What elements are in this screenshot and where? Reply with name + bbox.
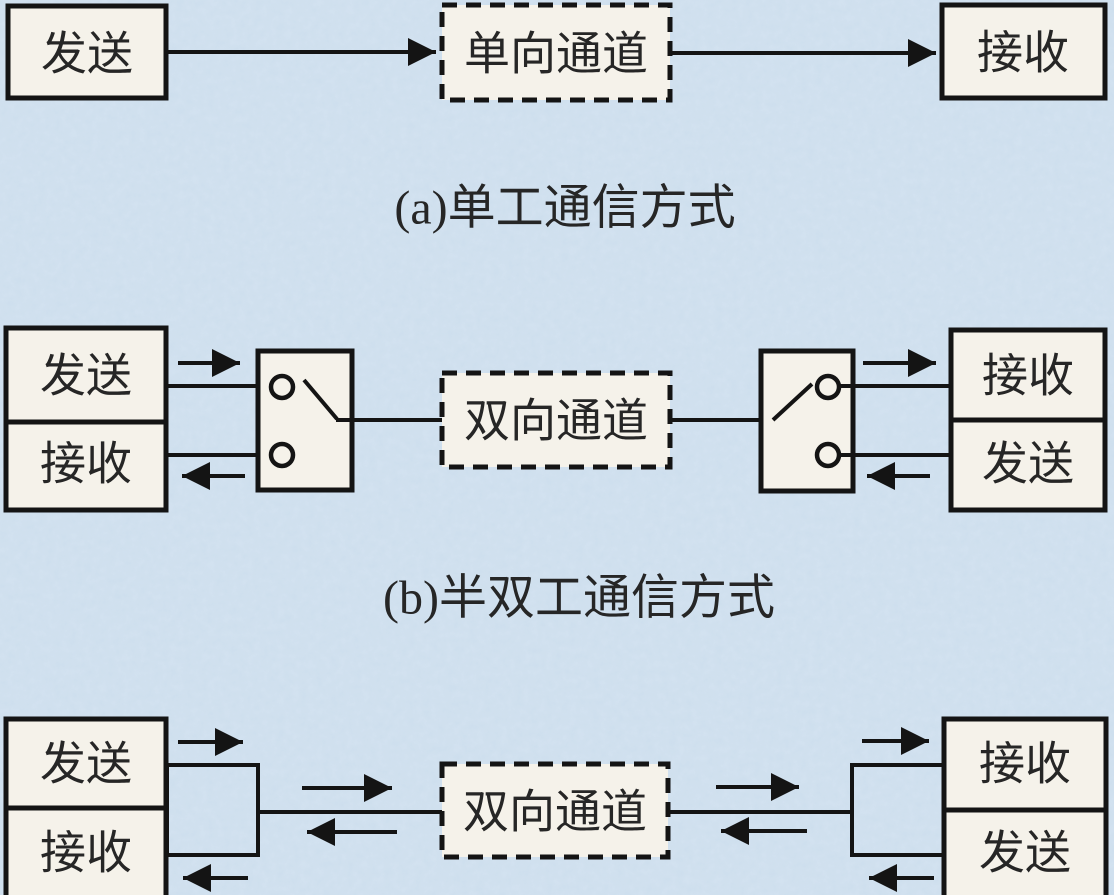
fd-channel-label: 双向通道: [463, 787, 647, 838]
hd-right-send-label: 发送: [982, 439, 1074, 490]
fd-right-receive-label: 接收: [979, 739, 1071, 790]
caption-half-duplex: (b)半双工通信方式: [383, 572, 775, 625]
hd-right-receive-label: 接收: [982, 351, 1074, 402]
fd-left-receive-label: 接收: [40, 828, 132, 879]
fd-right-send-label: 发送: [979, 828, 1071, 879]
simplex-channel-label: 单向通道: [464, 29, 648, 80]
fd-channel-box: [439, 761, 671, 860]
hd-right-upper-contact: [814, 373, 842, 401]
hd-right-switch-arm: [771, 382, 814, 422]
simplex-send-box: [5, 3, 169, 101]
hd-left-station-box: [3, 325, 169, 513]
fd-left-send-label: 发送: [40, 739, 132, 790]
hd-channel-label: 双向通道: [464, 396, 648, 447]
hd-left-receive-label: 接收: [40, 439, 132, 490]
hd-left-lower-contact: [268, 441, 296, 469]
section-full-duplex: 发送 接收 双向通道 接收 发送: [3, 716, 1109, 895]
hd-right-lower-contact: [814, 441, 842, 469]
simplex-receive-label: 接收: [977, 28, 1069, 79]
section-half-duplex: 发送 接收 双向通道 接收 发送 (b)半双工通信方式: [3, 325, 1108, 625]
simplex-send-label: 发送: [41, 29, 133, 80]
section-simplex: 发送 单向通道 接收 (a)单工通信方式: [5, 2, 1108, 235]
caption-simplex: (a)单工通信方式: [394, 182, 735, 235]
hd-right-switch-box: [758, 348, 856, 494]
simplex-receive-box: [939, 2, 1108, 101]
hd-left-send-label: 发送: [40, 351, 132, 402]
hd-left-upper-contact: [268, 373, 296, 401]
hd-left-switch-arm: [302, 378, 339, 421]
fd-right-station-box: [941, 716, 1109, 895]
